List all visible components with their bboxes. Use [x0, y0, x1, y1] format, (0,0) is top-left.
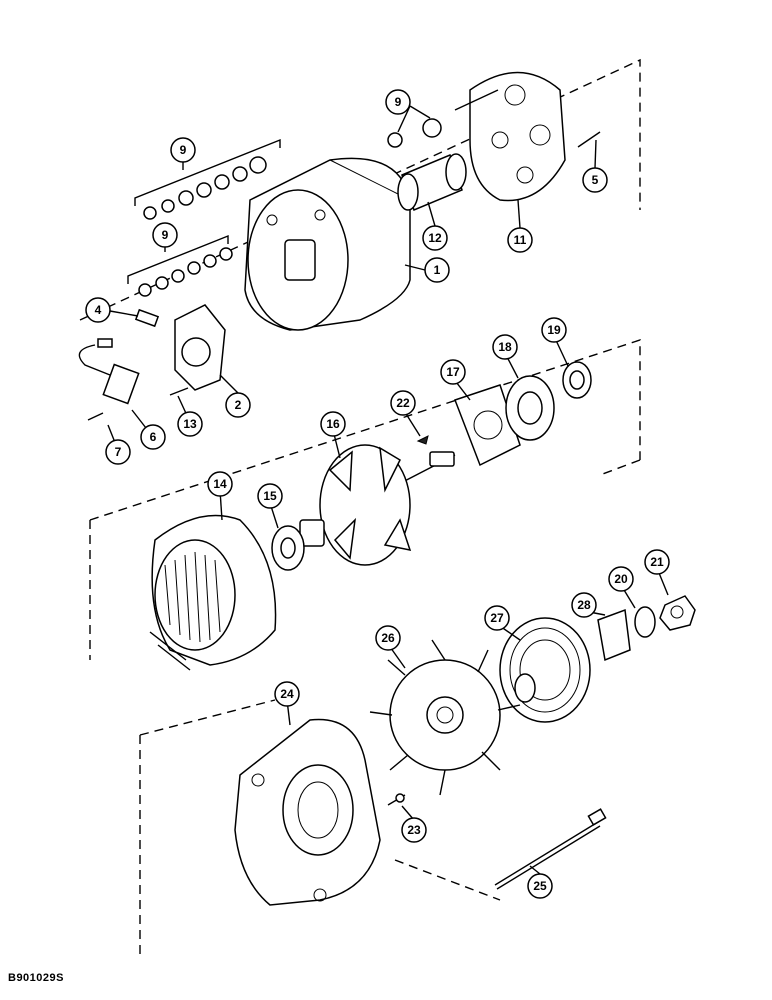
callout-9-top: 9 [385, 89, 411, 115]
svg-text:21: 21 [650, 555, 664, 569]
callout-14: 14 [207, 471, 233, 497]
screws-7-13 [87, 387, 189, 421]
bearing-15 [271, 525, 305, 571]
brush-4 [134, 308, 160, 328]
svg-text:19: 19 [547, 323, 561, 337]
callout-11: 11 [507, 227, 533, 253]
callout-15: 15 [257, 483, 283, 509]
svg-text:23: 23 [407, 823, 421, 837]
callout-12: 12 [422, 225, 448, 251]
pulley [499, 617, 591, 723]
svg-text:14: 14 [213, 477, 227, 491]
svg-text:27: 27 [490, 611, 504, 625]
callout-4: 4 [85, 297, 111, 323]
svg-text:1: 1 [434, 263, 441, 277]
callouts: 9 5 12 11 1 9 9 4 2 7 6 13 19 18 17 22 1… [85, 89, 670, 899]
washer-stack-lower [127, 234, 233, 297]
svg-text:2: 2 [235, 398, 242, 412]
svg-text:26: 26 [381, 631, 395, 645]
svg-text:16: 16 [326, 417, 340, 431]
svg-text:24: 24 [280, 687, 294, 701]
callout-26: 26 [375, 625, 401, 651]
callout-22: 22 [390, 390, 416, 416]
svg-text:9: 9 [395, 95, 402, 109]
svg-text:22: 22 [396, 396, 410, 410]
svg-text:28: 28 [577, 598, 591, 612]
callout-20: 20 [608, 566, 634, 592]
svg-text:9: 9 [162, 228, 169, 242]
screw-23 [387, 793, 406, 806]
callout-9-upper: 9 [170, 137, 196, 163]
svg-text:11: 11 [514, 233, 527, 247]
svg-text:13: 13 [183, 417, 197, 431]
svg-text:7: 7 [115, 445, 122, 459]
callout-17: 17 [440, 359, 466, 385]
stator [149, 514, 277, 671]
nut-and-washer-9 [387, 118, 442, 148]
svg-text:5: 5 [592, 173, 599, 187]
callout-21: 21 [644, 549, 670, 575]
bearings-and-retainer [454, 361, 592, 467]
svg-text:25: 25 [533, 879, 547, 893]
suppression-capacitor [78, 338, 140, 405]
figure-id: B901029S [8, 972, 64, 984]
svg-text:15: 15 [263, 489, 277, 503]
woodruff-key-22 [416, 435, 429, 445]
svg-text:18: 18 [498, 340, 512, 354]
rotor [299, 444, 456, 566]
drive-end-housing [234, 718, 381, 906]
callout-1: 1 [424, 257, 450, 283]
callout-19: 19 [541, 317, 567, 343]
rectifier-plate [454, 71, 566, 202]
through-bolt-25 [494, 808, 607, 890]
svg-text:12: 12 [428, 231, 442, 245]
pulley-hardware [597, 595, 696, 662]
callout-18: 18 [492, 334, 518, 360]
fan [369, 639, 521, 796]
callout-5: 5 [582, 167, 608, 193]
svg-text:20: 20 [614, 572, 628, 586]
bearing-sleeve [397, 153, 467, 211]
assembly-guide-lines [79, 58, 641, 960]
svg-text:17: 17 [446, 365, 460, 379]
callout-23: 23 [401, 817, 427, 843]
svg-text:9: 9 [180, 143, 187, 157]
callout-16: 16 [320, 411, 346, 437]
callout-9-lower: 9 [152, 222, 178, 248]
regulator-assembly [174, 304, 226, 391]
screw-5 [577, 131, 601, 148]
callout-24: 24 [274, 681, 300, 707]
rear-housing [244, 157, 411, 331]
callout-7: 7 [105, 439, 131, 465]
svg-text:4: 4 [95, 303, 102, 317]
callout-28: 28 [571, 592, 597, 618]
callout-2: 2 [225, 392, 251, 418]
callout-13: 13 [177, 411, 203, 437]
callout-25: 25 [527, 873, 553, 899]
callout-6: 6 [140, 424, 166, 450]
callout-27: 27 [484, 605, 510, 631]
washer-stack-upper [134, 138, 281, 220]
svg-text:6: 6 [150, 430, 157, 444]
